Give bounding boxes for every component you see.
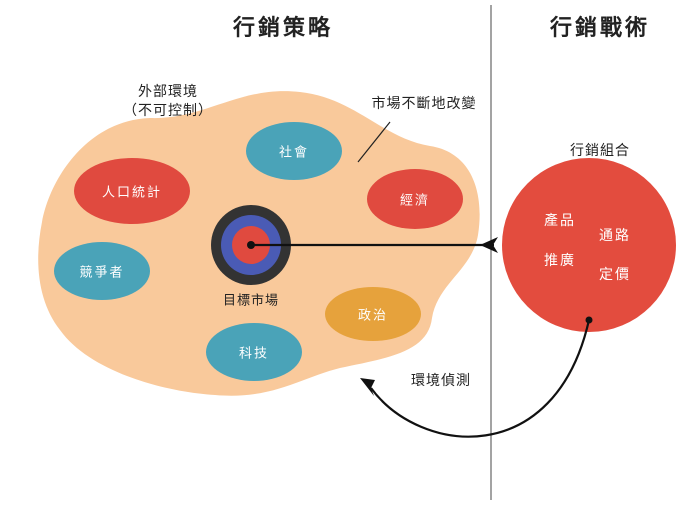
- marketing-mix-title: 行銷組合: [570, 143, 630, 159]
- market-change-note: 市場不斷地改變: [371, 96, 477, 112]
- change-note-pointer: [357, 121, 391, 163]
- factor-demographics-circle: [74, 158, 190, 224]
- factor-technology-label: 科技: [238, 346, 270, 362]
- factor-society-label: 社會: [278, 145, 310, 161]
- environment-sublabel: （不可控制）: [123, 103, 213, 119]
- factor-demographics-label: 人口統計: [101, 185, 163, 201]
- tactics-header: 行銷戰術: [549, 16, 651, 41]
- arrowhead-right-icon: [480, 237, 498, 253]
- mix-place-label: 通路: [599, 228, 631, 244]
- factor-competitors-circle: [54, 242, 150, 300]
- factor-economy-label: 經濟: [399, 193, 431, 209]
- strategy-header: 行銷策略: [232, 16, 334, 41]
- factor-politics-label: 政治: [357, 308, 389, 324]
- factor-economy-circle: [367, 169, 463, 229]
- factor-politics-circle: [325, 287, 421, 341]
- environment-scanning-label: 環境偵測: [411, 373, 471, 389]
- factor-society-circle: [246, 122, 342, 180]
- mix-price-label: 定價: [599, 267, 631, 283]
- factor-competitors-label: 競爭者: [79, 265, 125, 281]
- target-market-label: 目標市場: [222, 293, 280, 309]
- environment-label: 外部環境: [138, 84, 198, 100]
- marketing-mix-circle: [502, 158, 676, 332]
- mix-product-label: 產品: [544, 213, 576, 229]
- mix-promotion-label: 推廣: [544, 253, 576, 269]
- feedback-curve: [370, 319, 591, 438]
- factor-technology-circle: [206, 323, 302, 381]
- arrowhead-feedback-icon: [360, 378, 375, 396]
